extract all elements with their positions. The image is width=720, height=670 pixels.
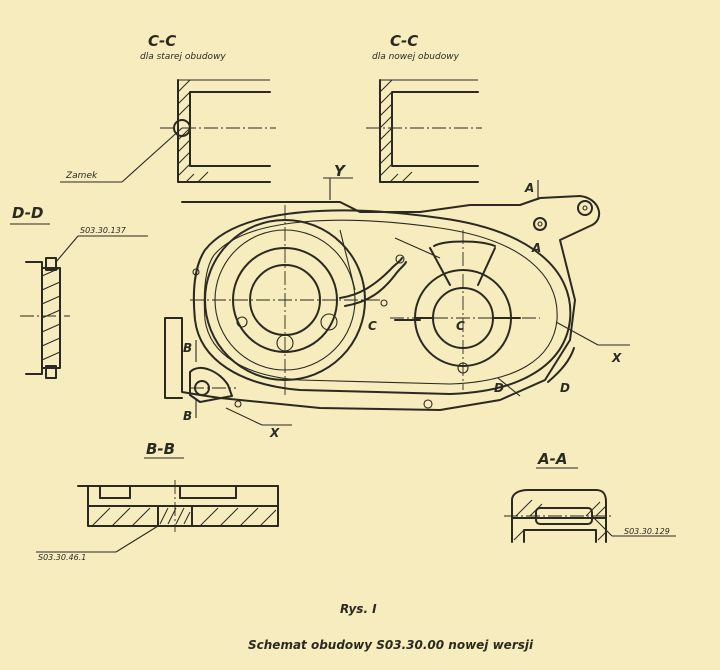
section-dd: D-D S03.30.137	[10, 204, 148, 379]
section-dd-title: D-D	[12, 204, 43, 222]
dd-part-number: S03.30.137	[80, 226, 127, 235]
section-cc-new: C-C dla nowej obudowy	[366, 32, 482, 183]
zamek-label: Zamek	[65, 171, 98, 181]
label-b-top: B	[183, 341, 192, 355]
x-bottom-leader	[225, 407, 263, 426]
label-b-bottom: B	[183, 409, 192, 423]
zamek-leader-line	[121, 127, 183, 183]
section-cc-new-subtitle: dla nowej obudowy	[372, 52, 460, 62]
label-c-right: C	[456, 319, 465, 333]
label-c-left: C	[368, 319, 377, 333]
label-d-left: D	[494, 381, 504, 395]
section-aa-title: A-A	[537, 450, 567, 468]
label-d-right: D	[560, 381, 570, 395]
figure-caption: Rys. I Schemat obudowy S03.30.00 nowej w…	[248, 602, 534, 652]
bb-part-number: S03.30.46.1	[38, 553, 86, 562]
section-bb: B-B S03.30.46.1	[36, 440, 279, 562]
label-a-top: A	[524, 181, 534, 195]
aa-part-number: S03.30.129	[624, 527, 670, 536]
x-right-leader	[555, 321, 599, 346]
figure-title: Schemat obudowy S03.30.00 nowej wersji	[248, 638, 534, 652]
main-view-labels: Y A A B B C C D D X X	[183, 162, 630, 440]
dd-part-leader	[55, 235, 79, 263]
section-bb-title: B-B	[146, 440, 175, 458]
label-x-bottom: X	[269, 426, 280, 440]
section-cc-new-title: C-C	[390, 32, 418, 50]
main-housing-view	[164, 195, 601, 411]
section-cc-old-subtitle: dla starej obudowy	[140, 52, 226, 62]
figure-number: Rys. I	[340, 602, 377, 616]
label-x-right: X	[611, 351, 622, 365]
section-cc-old: C-C dla starej obudowy Zamek	[60, 32, 276, 183]
bb-part-leader	[115, 525, 159, 553]
aa-part-leader	[591, 515, 613, 537]
section-cc-old-title: C-C	[148, 32, 176, 50]
label-a-mid: A	[531, 241, 541, 255]
section-aa: A-A S03.30.129	[504, 450, 676, 543]
label-y: Y	[334, 162, 347, 180]
zamek-lock-feature	[173, 119, 191, 137]
